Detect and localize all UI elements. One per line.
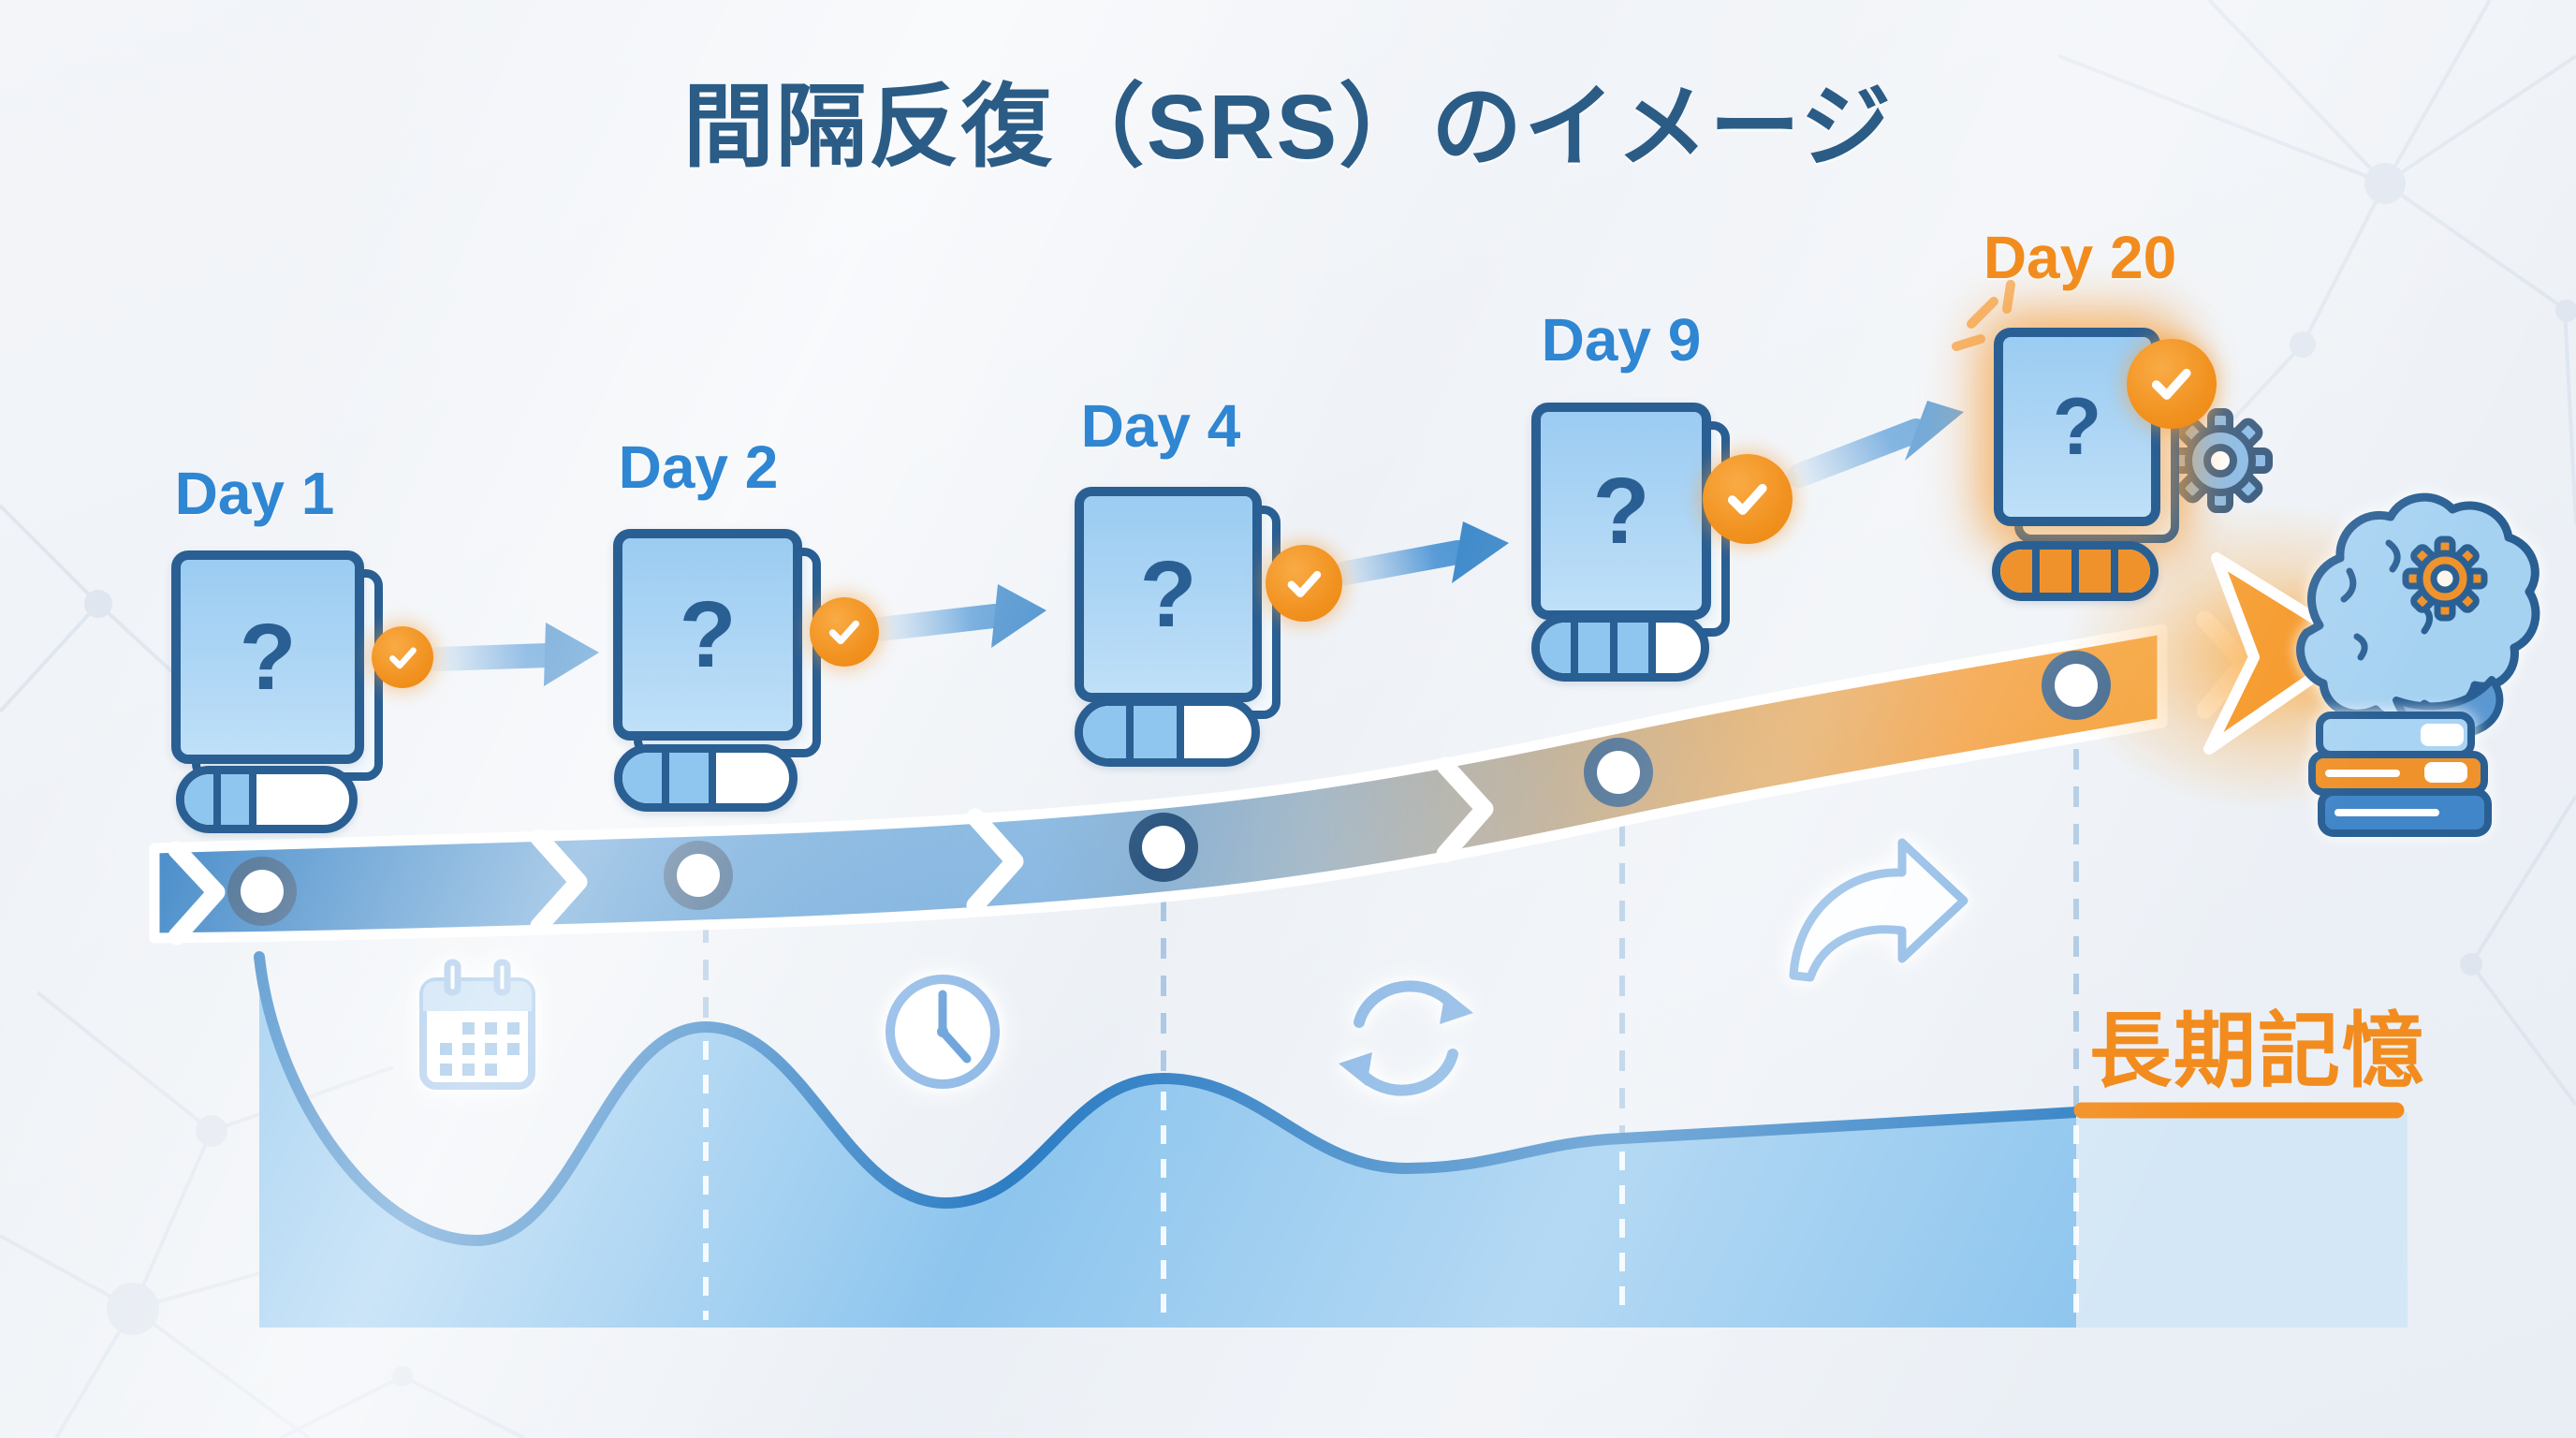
flashcard-day9: ? [1531,403,1730,637]
progress-fill [1540,623,1656,673]
flashcard-front: ? [1531,403,1711,620]
books-icon [2308,712,2492,837]
day-label-4: Day 4 [1080,392,1241,460]
progress-fill [184,774,257,825]
calendar-icon [419,959,535,1090]
long-term-area-fill [2076,1112,2408,1328]
question-mark: ? [239,605,297,710]
question-mark: ? [679,582,737,687]
question-mark: ? [2052,382,2102,472]
check-icon [1703,454,1793,544]
progress-fill [622,753,716,803]
progress-pill-day9 [1531,614,1709,682]
day-label-20: Day 20 [1983,224,2177,291]
progress-pill-day1 [176,766,358,833]
day-label-9: Day 9 [1541,306,1702,374]
day-label-2: Day 2 [618,433,779,501]
flashcard-front: ? [1075,487,1262,702]
long-term-memory-label: 長期記憶 [2089,1005,2427,1097]
flashcard-front: ? [613,529,802,741]
question-mark: ? [1139,542,1197,647]
progress-fill [1083,706,1184,758]
flashcard-day4: ? [1075,487,1281,719]
check-icon [2127,339,2217,429]
page-title: 間隔反復（SRS）のイメージ [682,76,1894,178]
progress-pill-day4 [1075,697,1260,767]
progress-pill-day20 [1992,541,2159,601]
clock-icon [886,975,1000,1089]
progress-pill-day2 [614,744,798,812]
question-mark: ? [1592,459,1650,564]
flashcard-day20: ? [1994,328,2179,543]
progress-fill [2000,550,2150,593]
refresh-icon [1339,980,1473,1096]
flashcard-day1: ? [171,550,383,781]
curved-arrow-icon [1789,838,1969,982]
forgetting-curve [254,951,2408,1328]
check-icon [372,626,433,688]
check-icon [1266,545,1342,622]
check-icon [810,597,879,667]
day-label-1: Day 1 [174,460,335,527]
gear-icon [2168,408,2273,513]
flashcard-day2: ? [613,529,821,757]
flashcard-front: ? [171,550,364,764]
